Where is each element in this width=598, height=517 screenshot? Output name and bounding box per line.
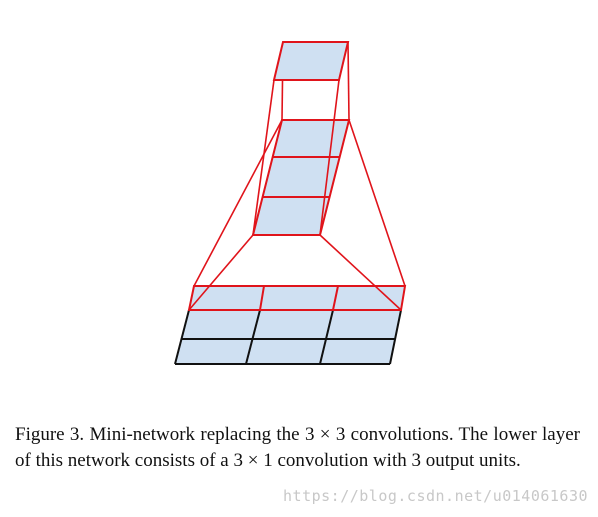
projection-line [319,234,402,311]
projection-line [193,119,283,287]
bottom-grid-left-edge [174,309,190,365]
projection-line [252,79,275,236]
bottom-grid-highlight-divider [332,285,339,311]
middle-layer-3x1-column [251,119,351,236]
bottom-grid-highlight-divider [259,285,265,311]
bottom-grid-col-line [245,309,261,365]
middle-column-fill [253,120,349,235]
mini-network-diagram [174,41,407,365]
projection-bottom-to-middle [188,119,406,311]
bottom-layer-3x3-grid [174,285,407,365]
watermark-url: https://blog.csdn.net/u014061630 [283,487,588,505]
top-cell [272,41,350,81]
figure-caption: Figure 3. Mini-network replacing the 3 ×… [15,424,580,471]
projection-line [348,119,406,287]
bottom-grid-right-edge [389,309,402,365]
top-layer-single-cell [272,41,350,81]
bottom-grid-fill [175,286,405,364]
projection-line [319,79,340,236]
projection-line [188,234,254,311]
bottom-grid-col-line [319,309,334,365]
projection-line [347,41,350,121]
